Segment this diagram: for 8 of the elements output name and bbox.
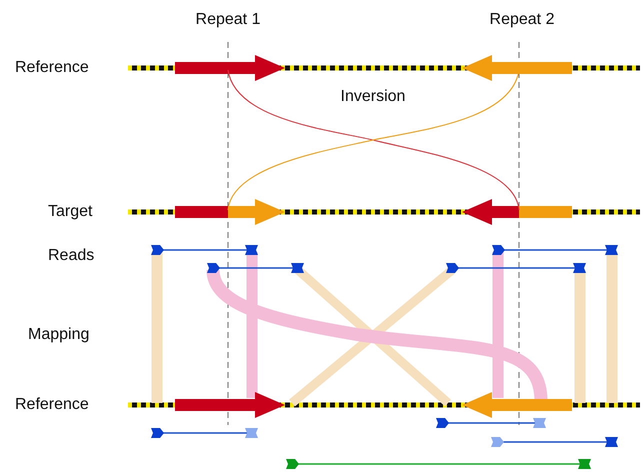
track-label: Reads — [48, 247, 94, 265]
track-label: Reference — [15, 59, 89, 77]
track-label: Target — [48, 203, 92, 221]
column-heading: Repeat 1 — [196, 11, 260, 29]
track-label: Reference — [15, 396, 89, 414]
event-label: Inversion — [340, 88, 406, 106]
column-heading: Repeat 2 — [490, 11, 554, 29]
track-label: Mapping — [28, 326, 90, 344]
